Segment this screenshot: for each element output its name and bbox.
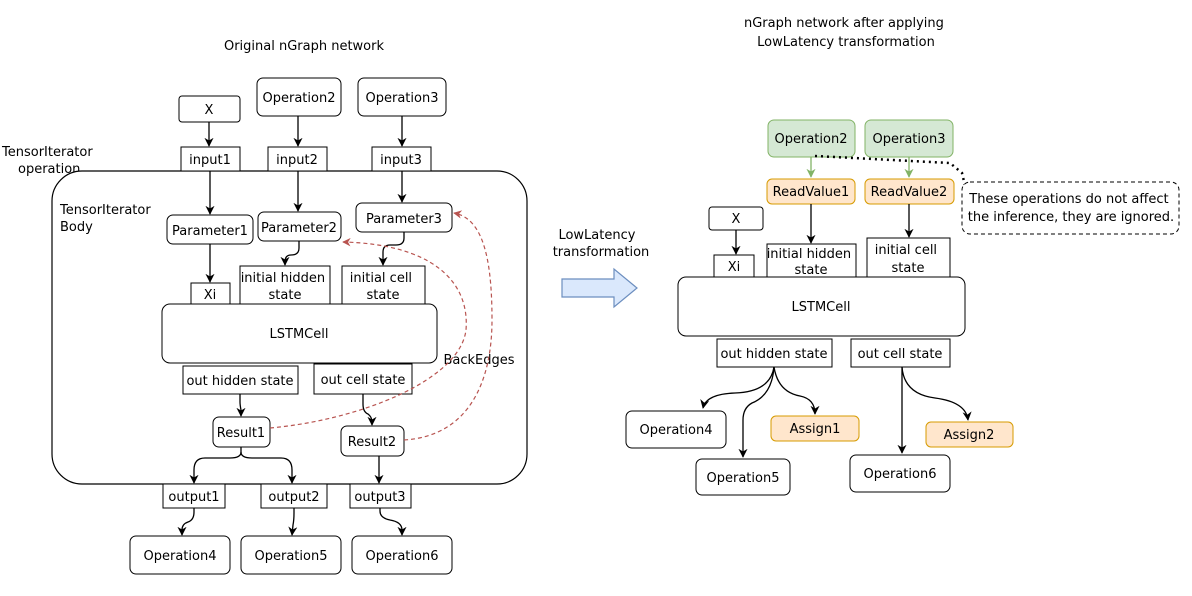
right-x-label: X [732,212,741,227]
parameter1-label: Parameter1 [172,224,248,239]
edge-outhidden-op4 [700,366,775,409]
right-operation6-node [849,454,951,493]
right-operation4-node [625,410,727,449]
right-out-cell-label: out cell state [858,347,943,362]
edge-outhidden-assign1 [773,366,820,415]
right-lstmcell-node [677,276,966,337]
left-operation6-label: Operation6 [366,549,439,564]
backedge-result1-param2 [269,237,467,429]
left-operation4-label: Operation4 [144,549,217,564]
left-initial-cell-label: initial cell state [350,271,416,303]
left-lstmcell-node [161,303,438,364]
left-x-label: X [205,103,214,118]
left-title: Original nGraph network [224,39,385,54]
assign1-node [770,415,860,442]
left-initial-cell-port [341,265,426,305]
right-xi-label: Xi [728,260,741,275]
output3-label: output3 [354,490,405,505]
edge-outcell-result2 [362,394,377,426]
result2-node [340,425,405,457]
right-operation6-label: Operation6 [864,467,937,482]
left-initial-hidden-label: initial hidden state [241,271,330,303]
edge-output3-op6 [379,508,407,536]
left-operation6-node [351,535,453,575]
readvalue1-label: ReadValue1 [773,185,850,200]
right-initial-cell-label: initial cell state [875,243,941,276]
output2-label: output2 [268,490,319,505]
left-initial-hidden-port [239,265,331,305]
edge-result1-output1 [189,447,242,484]
assign2-label: Assign2 [944,428,995,443]
right-operation4-label: Operation4 [640,423,713,438]
left-operation2-node [256,77,342,117]
left-operation5-label: Operation5 [255,549,328,564]
left-lstmcell-label: LSTMCell [270,327,329,342]
right-out-hidden-label: out hidden state [720,347,827,362]
output1-port [162,483,226,509]
left-operation4-node [129,535,231,575]
edge-param2-hidden [280,241,300,266]
edge-outhidden-op5 [738,366,775,458]
parameter3-label: Parameter3 [366,212,442,227]
right-title: nGraph network after applying LowLatency… [744,16,948,50]
input2-label: input2 [276,153,318,168]
right-operation3-label: Operation3 [873,132,946,147]
left-out-cell-port [313,363,413,395]
right-operation2-label: Operation2 [775,132,848,147]
backedge-result2-param3 [403,210,493,441]
output3-port [349,483,412,509]
output1-label: output1 [168,490,219,505]
input2-port [267,146,328,172]
ignored-note-text: These operations do not affect the infer… [968,192,1174,225]
left-out-hidden-label: out hidden state [186,374,293,389]
input1-label: input1 [189,153,231,168]
left-operation2-label: Operation2 [263,91,336,106]
edge-outhidden-result1 [236,394,246,417]
ti-body-label: TensorIterator Body [59,203,155,235]
readvalue2-label: ReadValue2 [871,185,948,200]
left-out-cell-label: out cell state [321,373,406,388]
result1-label: Result1 [217,426,265,441]
right-operation5-label: Operation5 [707,471,780,486]
assign1-label: Assign1 [790,422,841,437]
ti-operation-label: TensorIterator operation [1,145,97,177]
edge-param3-cell [378,232,405,266]
edge-result1-output2 [240,451,297,484]
left-xi-label: Xi [204,288,217,303]
right-operation5-node [695,458,791,496]
result2-label: Result2 [348,435,396,450]
right-out-cell-port [850,338,951,368]
input3-label: input3 [380,153,422,168]
transformation-label: LowLatency transformation [553,228,650,260]
parameter2-label: Parameter2 [261,221,337,236]
backedges-label: BackEdges [443,353,514,368]
edge-output1-op4 [177,508,195,536]
assign2-node [925,421,1014,448]
input3-port [371,146,432,172]
right-initial-hidden-label: initial hidden state [767,247,856,278]
left-operation5-node [240,535,342,575]
right-lstmcell-label: LSTMCell [792,300,851,315]
edge-output2-op5 [288,508,298,536]
left-out-hidden-port [182,365,299,395]
note-connector [814,154,968,191]
ignored-note-box [961,181,1180,235]
left-operation3-label: Operation3 [366,91,439,106]
transformation-arrow-icon [561,267,638,309]
edge-outcell-assign2 [901,366,972,421]
output2-port [260,483,328,509]
